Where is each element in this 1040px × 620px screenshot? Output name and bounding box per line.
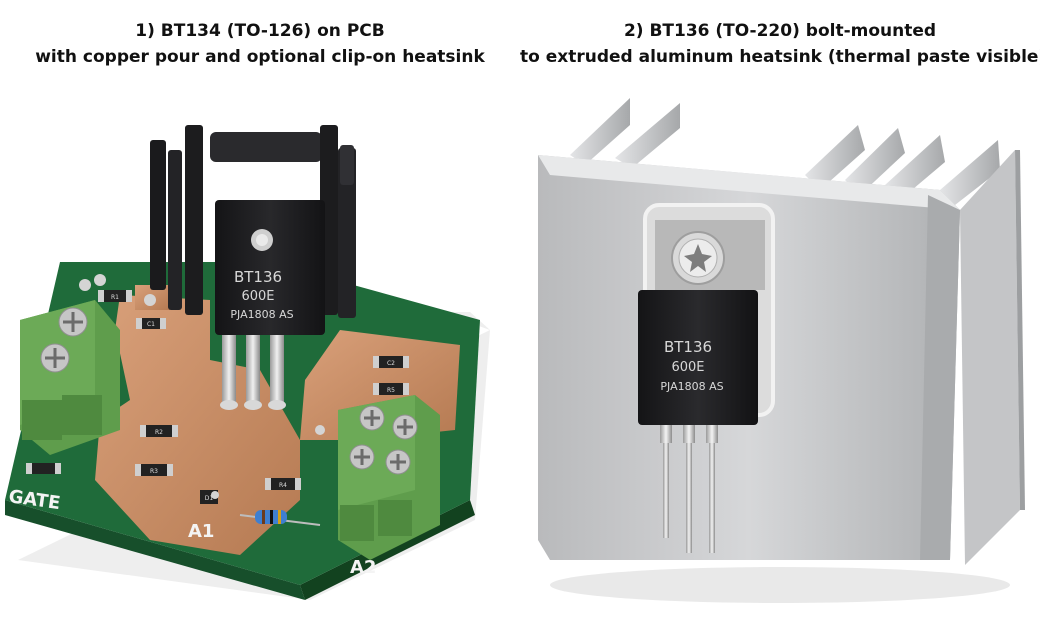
left-panel: 1) BT134 (TO-126) on PCB with copper pou… <box>0 18 520 600</box>
pcb-scene: BT136 600E PJA1808 AS <box>5 125 490 600</box>
smd-r3: R3 <box>135 464 173 476</box>
pcb-edge <box>5 500 305 600</box>
smd-r4: R4 <box>265 478 301 490</box>
bt136-legs <box>660 425 718 553</box>
smd-label-0: R1 <box>111 294 119 301</box>
silkscreen-a1: A1 <box>188 521 214 542</box>
solder-pads <box>79 274 325 499</box>
left-device-marking-line3: PJA1808 AS <box>230 308 293 321</box>
terminal-block-left <box>20 300 120 455</box>
heatsink-fins <box>570 98 1025 565</box>
silkscreen-a2: A2 <box>350 557 376 578</box>
terminal-block-right <box>338 395 440 560</box>
left-caption-line1: 1) BT134 (TO-126) on PCB <box>135 21 385 41</box>
smd-r5: R5 <box>373 383 409 395</box>
left-caption: 1) BT134 (TO-126) on PCB with copper pou… <box>0 18 520 70</box>
screw-star-icon <box>684 244 712 272</box>
right-caption-line1: 2) BT136 (TO-220) bolt-mounted <box>623 21 937 41</box>
smd-label-2: R2 <box>155 429 163 436</box>
heatsink-scene: BT136 600E PJA1808 AS <box>538 98 1025 603</box>
left-caption-line2: with copper pour and optional clip-on he… <box>35 47 485 67</box>
bt134-legs <box>220 335 286 410</box>
through-hole-resistor <box>239 510 321 526</box>
smd-label-5: R4 <box>279 482 287 489</box>
smd-r2: R2 <box>140 425 178 437</box>
smd-label-1: C1 <box>147 321 155 328</box>
left-device-marking-line1: BT136 <box>234 268 282 286</box>
smd-r1: R1 <box>98 290 132 302</box>
smd-label-6: C2 <box>387 360 395 367</box>
smd-label-4: D1 <box>205 495 214 502</box>
bt134-package: BT136 600E PJA1808 AS <box>215 200 325 335</box>
right-device-marking-line2: 600E <box>671 360 704 375</box>
bt136-package: BT136 600E PJA1808 AS <box>638 290 758 425</box>
right-caption-line2: to extruded aluminum heatsink (thermal p… <box>520 47 1040 67</box>
smd-c1: C1 <box>136 318 166 329</box>
smd-label-3: R3 <box>150 468 158 475</box>
clip-on-heatsink <box>150 125 356 318</box>
right-panel: 2) BT136 (TO-220) bolt-mounted to extrud… <box>520 0 1040 620</box>
right-caption: 2) BT136 (TO-220) bolt-mounted to extrud… <box>520 18 1040 70</box>
left-device-marking-line2: 600E <box>241 289 274 304</box>
right-device-marking-line3: PJA1808 AS <box>660 380 723 393</box>
copper-pour-main <box>95 295 300 555</box>
smd-label-7: R5 <box>387 387 395 394</box>
smd-components: R1 C1 R2 R3 D1 R4 C2 R5 <box>26 290 409 504</box>
bt136-tab <box>655 220 765 290</box>
right-device-marking-line1: BT136 <box>664 338 712 356</box>
smd-c2: C2 <box>373 356 409 368</box>
